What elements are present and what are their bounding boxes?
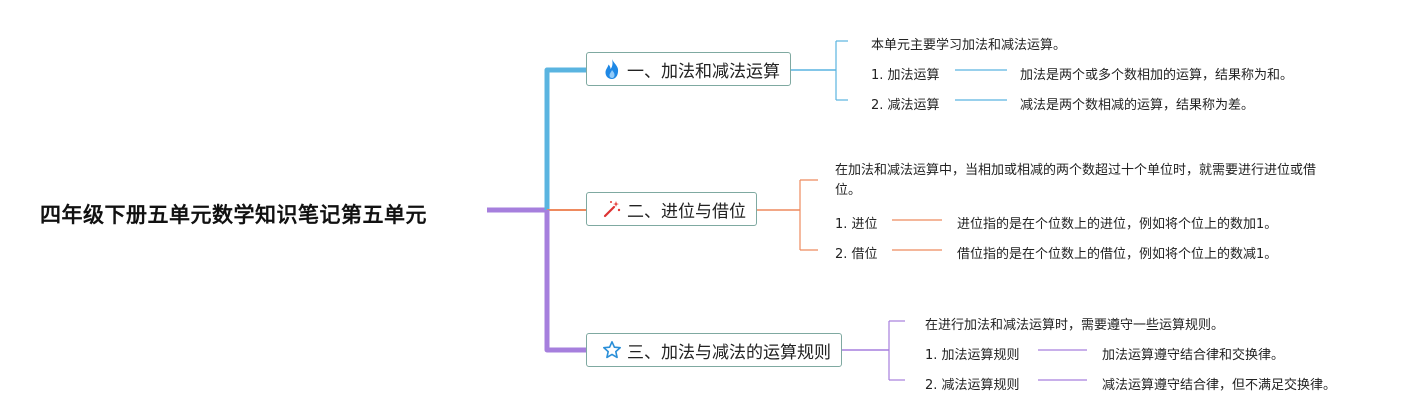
sub-item-label[interactable]: 1. 进位 (835, 217, 878, 232)
branch-topic-addition-subtraction[interactable]: 一、加法和减法运算 (586, 52, 791, 86)
sub-item-label[interactable]: 2. 借位 (835, 247, 878, 262)
branch-title: 一、加法和减法运算 (627, 61, 780, 82)
branch-intro: 在加法和减法运算中，当相加或相减的两个数超过十个单位时，就需要进行进位或借位。 (835, 163, 1317, 198)
sub-item-description: 减法是两个数相减的运算，结果称为差。 (1020, 98, 1255, 113)
branch-title: 三、加法与减法的运算规则 (627, 342, 831, 363)
branch-intro: 本单元主要学习加法和减法运算。 (871, 38, 1067, 53)
star-icon (601, 339, 623, 361)
branch-intro: 在进行加法和减法运算时，需要遵守一些运算规则。 (925, 318, 1225, 333)
sub-item-description: 加法是两个或多个数相加的运算，结果称为和。 (1020, 68, 1294, 83)
flame-icon (601, 58, 623, 80)
sub-item-label[interactable]: 2. 减法运算 (871, 98, 940, 113)
sub-item-label[interactable]: 1. 加法运算 (871, 68, 940, 83)
magic-wand-icon (601, 198, 623, 220)
root-topic[interactable]: 四年级下册五单元数学知识笔记第五单元 (40, 203, 427, 227)
branch-topic-carry-borrow[interactable]: 二、进位与借位 (586, 192, 757, 226)
sub-item-label[interactable]: 1. 加法运算规则 (925, 348, 1020, 363)
sub-item-description: 加法运算遵守结合律和交换律。 (1102, 348, 1285, 363)
branch-title: 二、进位与借位 (627, 201, 746, 222)
sub-item-description: 进位指的是在个位数上的进位，例如将个位上的数加1。 (957, 217, 1278, 232)
branch-connector (544, 210, 586, 353)
sub-item-label[interactable]: 2. 减法运算规则 (925, 378, 1020, 393)
branch-topic-operation-rules[interactable]: 三、加法与减法的运算规则 (586, 333, 842, 367)
sub-item-description: 借位指的是在个位数上的借位，例如将个位上的数减1。 (957, 247, 1278, 262)
sub-item-description: 减法运算遵守结合律，但不满足交换律。 (1102, 378, 1337, 393)
branch-connector (544, 67, 586, 210)
